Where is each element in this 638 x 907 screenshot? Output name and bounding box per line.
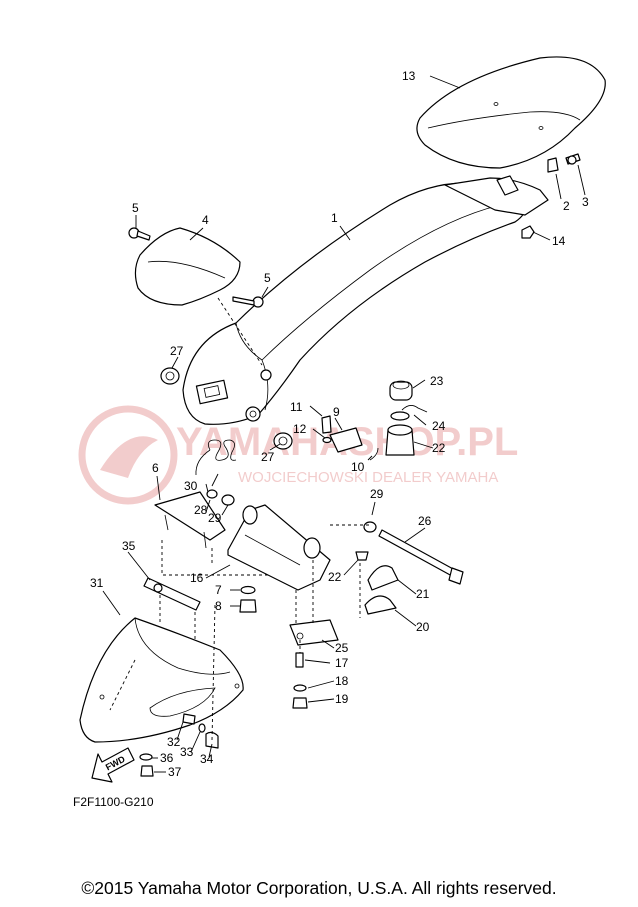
part-31-hood bbox=[79, 617, 244, 743]
part-13-seat bbox=[416, 56, 606, 169]
callout-labels: 13 1 2 3 14 5 4 5 27 23 11 9 24 12 22 27… bbox=[90, 69, 589, 779]
watermark-tagline: WOJCIECHOWSKI DEALER YAMAHA bbox=[238, 469, 498, 486]
part-4-cover bbox=[134, 227, 241, 306]
part-22-23-24-damper bbox=[385, 380, 415, 456]
hood-fasteners bbox=[139, 713, 219, 777]
callout-27-mid: 27 bbox=[261, 450, 275, 464]
part-6-hinge-plate bbox=[154, 491, 226, 549]
callout-29-right: 29 bbox=[370, 487, 384, 501]
forward-arrow-icon: FWD bbox=[91, 747, 135, 783]
callout-23: 23 bbox=[430, 374, 444, 388]
callout-17: 18 bbox=[335, 674, 349, 688]
part-25-mount bbox=[289, 619, 339, 709]
callout-37: 37 bbox=[168, 765, 182, 779]
part-26-bolt bbox=[378, 529, 464, 585]
callout-20: 21 bbox=[416, 587, 430, 601]
callout-5-side: 5 bbox=[264, 271, 271, 285]
callout-27-top: 27 bbox=[170, 344, 184, 358]
callout-5-top: 5 bbox=[132, 201, 139, 215]
callout-26: 26 bbox=[418, 514, 432, 528]
callout-36: 36 bbox=[160, 751, 174, 765]
callout-31: 31 bbox=[90, 576, 104, 590]
watermark-logo-swoosh-icon bbox=[100, 436, 158, 478]
callout-7: 7 bbox=[215, 583, 222, 597]
part-1-frame bbox=[182, 175, 549, 425]
part-7-8-fasteners bbox=[206, 489, 377, 613]
callout-11: 11 bbox=[290, 400, 303, 414]
part-9-bracket bbox=[321, 415, 379, 461]
copyright-notice: ©2015 Yamaha Motor Corporation, U.S.A. A… bbox=[81, 878, 557, 898]
callout-25: 25 bbox=[335, 641, 349, 655]
watermark-logo-icon bbox=[78, 405, 178, 505]
part-30-spring bbox=[195, 439, 237, 476]
callout-24: 24 bbox=[432, 419, 446, 433]
callout-19: 20 bbox=[416, 620, 430, 634]
callout-34: 34 bbox=[200, 752, 214, 766]
callout-2: 2 bbox=[563, 199, 570, 213]
callout-18: 19 bbox=[335, 692, 349, 706]
callout-21: 22 bbox=[328, 570, 342, 584]
callout-33: 33 bbox=[180, 745, 194, 759]
callout-35: 35 bbox=[122, 539, 136, 553]
callout-30: 30 bbox=[184, 479, 198, 493]
part-19-20-clamps bbox=[355, 551, 399, 615]
callout-8: 8 bbox=[215, 599, 222, 613]
hardware-rear bbox=[128, 153, 581, 308]
callout-15: 16 bbox=[190, 571, 204, 585]
part-35-latch bbox=[143, 577, 201, 611]
callout-9: 9 bbox=[333, 405, 340, 419]
callout-29-left: 29 bbox=[208, 511, 222, 525]
callout-32: 32 bbox=[167, 735, 181, 749]
callout-16: 17 bbox=[335, 656, 349, 670]
callout-13: 13 bbox=[402, 69, 416, 83]
callout-10: 10 bbox=[351, 460, 365, 474]
diagram-code: F2F1100-G210 bbox=[73, 795, 154, 809]
callout-1: 1 bbox=[331, 211, 338, 225]
part-15-base bbox=[227, 504, 331, 591]
callout-22: 22 bbox=[432, 441, 446, 455]
assembly-guides bbox=[109, 297, 370, 741]
callout-4: 4 bbox=[202, 213, 209, 227]
leader-lines bbox=[102, 75, 586, 773]
callout-14: 14 bbox=[552, 234, 566, 248]
callout-3: 3 bbox=[582, 195, 589, 209]
callout-6: 6 bbox=[152, 461, 159, 475]
callout-28: 28 bbox=[194, 503, 208, 517]
callout-12: 12 bbox=[293, 422, 307, 436]
